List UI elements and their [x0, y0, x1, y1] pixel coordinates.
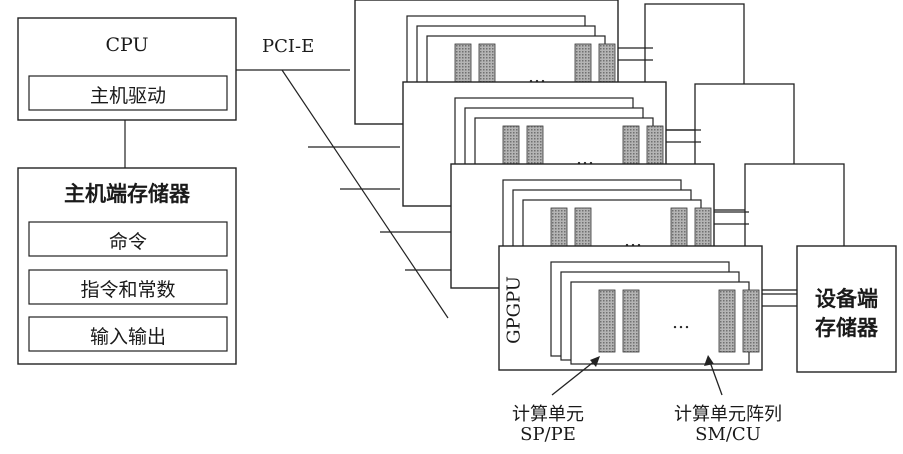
gpgpu-label: GPGPU [503, 276, 525, 344]
sm-annotation-line1: 计算单元阵列 [674, 404, 782, 425]
sm-pointer-arrow [704, 355, 723, 396]
host-memory-item-constants: 指令和常数 [80, 279, 176, 301]
host-memory-item-io-box [28, 316, 228, 352]
host-memory-item-io: 输入输出 [89, 326, 166, 348]
cpu-title: CPU [105, 34, 149, 56]
compute-unit-bar [742, 289, 760, 353]
pcie-label: PCI-E [262, 36, 315, 57]
gpgpu-front-layer: … [498, 245, 797, 371]
host-memory-item-constants-box [28, 269, 228, 305]
device-memory-box [796, 245, 897, 373]
pe-annotation-line1: 计算单元 [512, 404, 584, 425]
sm-annotation-line2: SM/CU [695, 424, 761, 445]
host-memory-title: 主机端存储器 [64, 181, 190, 206]
host-memory-item-command: 命令 [108, 231, 147, 253]
ellipsis-text: … [672, 312, 690, 333]
host-driver-label: 主机驱动 [89, 85, 166, 107]
pcie-bus [236, 69, 451, 319]
pe-pointer-arrow [551, 356, 600, 396]
device-memory-line2: 存储器 [815, 315, 878, 340]
compute-unit-bar [622, 289, 640, 353]
host-memory-item-command-box [28, 221, 228, 257]
device-memory-line1: 设备端 [815, 286, 878, 311]
pe-annotation-line2: SP/PE [520, 424, 576, 445]
compute-unit-bar [598, 289, 616, 353]
compute-unit-bar [718, 289, 736, 353]
host-driver-box [28, 75, 228, 111]
